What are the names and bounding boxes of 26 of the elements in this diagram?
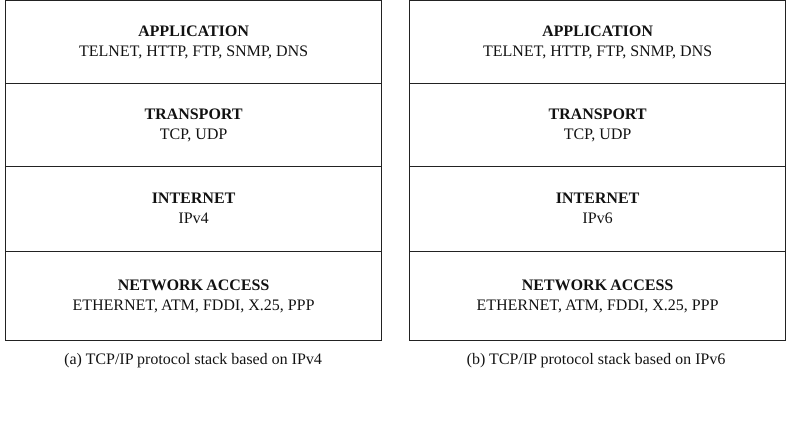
protocol-list: ETHERNET, ATM, FDDI, X.25, PPP <box>72 296 314 316</box>
protocol-list: TELNET, HTTP, FTP, SNMP, DNS <box>78 42 308 62</box>
layer-title: NETWORK ACCESS <box>522 276 674 296</box>
layer-box <box>5 83 382 167</box>
caption: (a) TCP/IP protocol stack based on IPv4 <box>63 350 323 370</box>
layer-title: TRANSPORT <box>548 105 647 125</box>
layer-title: TRANSPORT <box>144 105 243 125</box>
protocol-list: TCP, UDP <box>564 125 632 145</box>
layer-box <box>409 83 786 167</box>
layer-title: INTERNET <box>152 189 236 209</box>
layer-box <box>5 0 382 84</box>
layer-box <box>409 251 786 341</box>
layer-box <box>409 0 786 84</box>
layer-box <box>5 166 382 252</box>
layer-title: APPLICATION <box>542 22 653 42</box>
layer-title: INTERNET <box>556 189 640 209</box>
layer-title: NETWORK ACCESS <box>118 276 270 296</box>
protocol-list: TCP, UDP <box>160 125 228 145</box>
protocol-list: TELNET, HTTP, FTP, SNMP, DNS <box>482 42 712 62</box>
protocol-list: IPv4 <box>178 209 209 229</box>
protocol-list: IPv6 <box>582 209 613 229</box>
caption: (b) TCP/IP protocol stack based on IPv6 <box>466 350 726 370</box>
layer-box <box>409 166 786 252</box>
layer-title: APPLICATION <box>138 22 249 42</box>
protocol-list: ETHERNET, ATM, FDDI, X.25, PPP <box>476 296 718 316</box>
layer-box <box>5 251 382 341</box>
